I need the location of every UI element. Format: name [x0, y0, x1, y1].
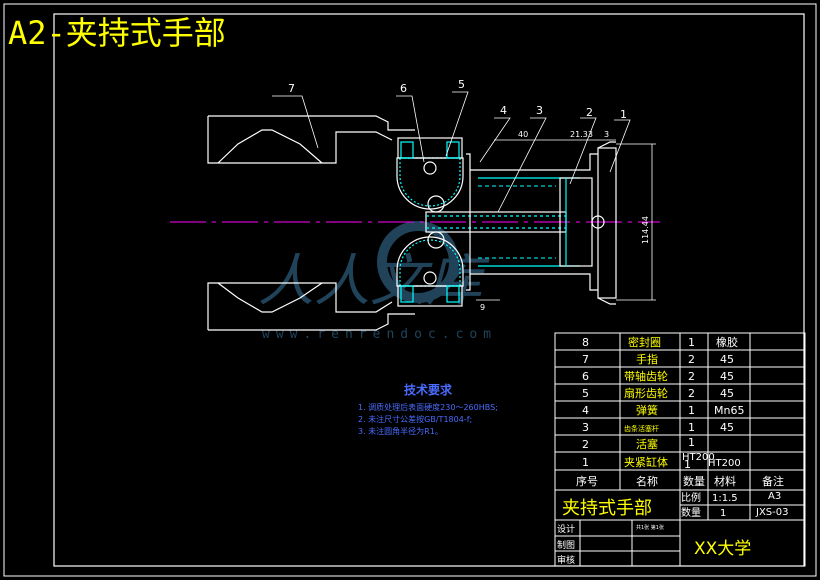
bom-header-note: 备注 [762, 474, 784, 488]
bom-row-material: Mn65 [714, 404, 744, 417]
cylinder-body [466, 141, 617, 305]
lower-finger [207, 282, 415, 331]
dim-114-44: 114.44 [641, 216, 650, 244]
upper-sector-gear [396, 137, 464, 210]
bom-row-no: 1 [582, 456, 589, 469]
watermark-logo-icon [377, 221, 459, 303]
bom-row-no: 5 [582, 387, 589, 400]
watermark-url: www.renrendoc.com [262, 327, 497, 342]
sheet-size: A3 [768, 491, 781, 502]
bom-row-name: 活塞 [636, 437, 658, 451]
bom-row-material: HT200 [682, 452, 715, 463]
tech-req-item-3: 3. 未注圆角半径为R1。 [358, 426, 443, 436]
bom-header-material: 材料 [714, 474, 736, 488]
qty-label: 数量 [681, 506, 701, 519]
bom-row-no: 4 [582, 404, 589, 417]
dim-21-33: 21.33 [570, 130, 593, 139]
bom-row-qty: 1 [688, 336, 695, 349]
lower-sector-gear [396, 236, 464, 307]
bom-header-name: 名称 [636, 474, 658, 488]
design-label: 设计 [557, 523, 575, 535]
dim-9: 9 [480, 303, 485, 312]
bom-row-qty: 1 [688, 404, 695, 417]
callout-3: 3 [536, 104, 543, 117]
bom-row-name: 手指 [636, 352, 658, 366]
bom-row-material: HT200 [708, 458, 741, 469]
bom-row-qty: 1 [684, 458, 691, 471]
bom-row-material: 45 [720, 353, 734, 366]
bom-table [554, 332, 806, 491]
bom-row-name: 弹簧 [636, 403, 658, 417]
bom-row-qty: 1 [688, 421, 695, 434]
callout-2: 2 [586, 106, 593, 119]
title-block-drawing-name: 夹持式手部 [562, 498, 652, 519]
bom-row-name: 夹紧缸体 [624, 455, 668, 469]
bom-row-no: 8 [582, 336, 589, 349]
sheet-count: 共1张 第1张 [636, 524, 664, 531]
dim-40: 40 [518, 130, 528, 139]
callout-1: 1 [620, 108, 627, 121]
bom-rows: 8 密封圈 1 橡胶 7 手指 2 45 6 带轴齿轮 2 45 5 扇形齿轮 … [576, 335, 784, 488]
callout-7: 7 [288, 82, 295, 95]
qty-value: 1 [720, 508, 726, 519]
draw-label: 制图 [557, 539, 575, 551]
scale-label: 比例 [681, 491, 701, 504]
tech-req-item-2: 2. 未注尺寸公差按GB/T1804-f; [358, 414, 472, 424]
bom-row-no: 2 [582, 438, 589, 451]
callout-5: 5 [458, 78, 465, 91]
bom-row-name: 密封圈 [628, 335, 661, 349]
bom-row-qty: 2 [688, 353, 695, 366]
bom-row-material: 橡胶 [716, 335, 738, 349]
title-block [554, 489, 806, 567]
bom-header-no: 序号 [576, 474, 598, 488]
drawing-number: JXS-03 [755, 507, 788, 518]
outer-frame [3, 3, 817, 577]
inner-frame [53, 13, 805, 567]
callout-leaders [272, 91, 631, 213]
callout-6: 6 [400, 82, 407, 95]
dim-3: 3 [604, 130, 609, 139]
scale-value: 1:1.5 [712, 493, 738, 504]
piston [559, 177, 605, 267]
bom-row-material: 45 [720, 387, 734, 400]
spring [478, 185, 556, 259]
bom-row-qty: 1 [688, 436, 695, 449]
callout-4: 4 [500, 104, 507, 117]
watermark: 人人文库 www.renrendoc.com [258, 221, 497, 342]
bom-row-name: 扇形齿轮 [624, 386, 668, 400]
dimension-lines [476, 139, 656, 301]
review-label: 审核 [557, 554, 575, 566]
bom-row-no: 3 [582, 421, 589, 434]
bom-row-name: 带轴齿轮 [624, 369, 668, 383]
school-name: XX大学 [694, 539, 751, 559]
bom-row-qty: 2 [688, 387, 695, 400]
bom-header-qty: 数量 [683, 475, 705, 488]
tech-req-item-1: 1. 调质处理后表面硬度230～260HBS; [358, 402, 498, 412]
bom-row-material: 45 [720, 370, 734, 383]
bom-row-qty: 2 [688, 370, 695, 383]
upper-finger [207, 115, 415, 164]
bom-row-no: 7 [582, 353, 589, 366]
bom-row-no: 6 [582, 370, 589, 383]
bom-row-material: 45 [720, 421, 734, 434]
tech-req-heading: 技术要求 [404, 382, 453, 397]
drawing-title: A2-夹持式手部 [8, 14, 226, 52]
bom-row-name: 齿条活塞杆 [624, 424, 659, 433]
